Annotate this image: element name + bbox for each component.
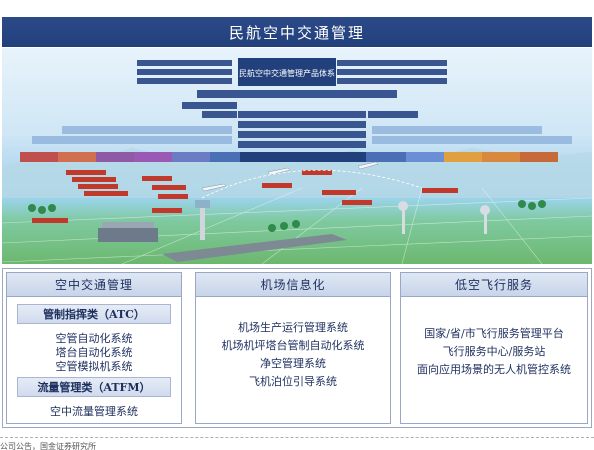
low-altitude-item-3: 面向应用场景的无人机管控系统 <box>417 363 571 376</box>
panel-air-traffic-management: 空中交通管理 管制指挥类（ATC） 空管自动化系统 塔台自动化系统 空管模拟机系… <box>6 272 182 424</box>
product-system-label: 民航空中交通管理产品体系 <box>239 68 335 78</box>
atm-product-illustration: 民航空中交通管理产品体系 <box>2 48 592 264</box>
panel-low-altitude-service: 低空飞行服务 国家/省/市飞行服务管理平台 飞行服务中心/服务站 面向应用场景的… <box>400 272 588 424</box>
page-title-bar: 民航空中交通管理 <box>2 17 592 47</box>
product-system-block <box>238 58 336 86</box>
airport-item-2: 机场机坪塔台管制自动化系统 <box>221 339 365 352</box>
source-note: 公司公告，国金证券研究所 <box>0 442 96 450</box>
low-altitude-item-2: 飞行服务中心/服务站 <box>442 345 546 358</box>
atfm-item-1: 空中流量管理系统 <box>50 405 138 418</box>
atc-item-3: 空管模拟机系统 <box>55 360 133 373</box>
airport-item-4: 飞机泊位引导系统 <box>249 375 337 388</box>
panel-header-air-traffic-management: 空中交通管理 <box>7 273 181 297</box>
divider-line <box>0 437 594 438</box>
atc-item-2: 塔台自动化系统 <box>55 346 133 359</box>
airport-item-3: 净空管理系统 <box>260 357 326 370</box>
group-header-atfm: 流量管理类（ATFM） <box>17 377 171 397</box>
group-header-atc: 管制指挥类（ATC） <box>17 304 171 324</box>
atc-item-1: 空管自动化系统 <box>55 332 133 345</box>
panel-airport-informatization: 机场信息化 机场生产运行管理系统 机场机坪塔台管制自动化系统 净空管理系统 飞机… <box>195 272 391 424</box>
panel-header-airport-informatization: 机场信息化 <box>196 273 390 297</box>
page-title: 民航空中交通管理 <box>228 23 365 42</box>
low-altitude-item-1: 国家/省/市飞行服务管理平台 <box>424 327 564 340</box>
panel-header-low-altitude-service: 低空飞行服务 <box>401 273 587 297</box>
illustration-graphic: 民航空中交通管理产品体系 <box>2 58 592 264</box>
airport-item-1: 机场生产运行管理系统 <box>238 321 348 334</box>
business-panels: 空中交通管理 管制指挥类（ATC） 空管自动化系统 塔台自动化系统 空管模拟机系… <box>2 268 592 428</box>
